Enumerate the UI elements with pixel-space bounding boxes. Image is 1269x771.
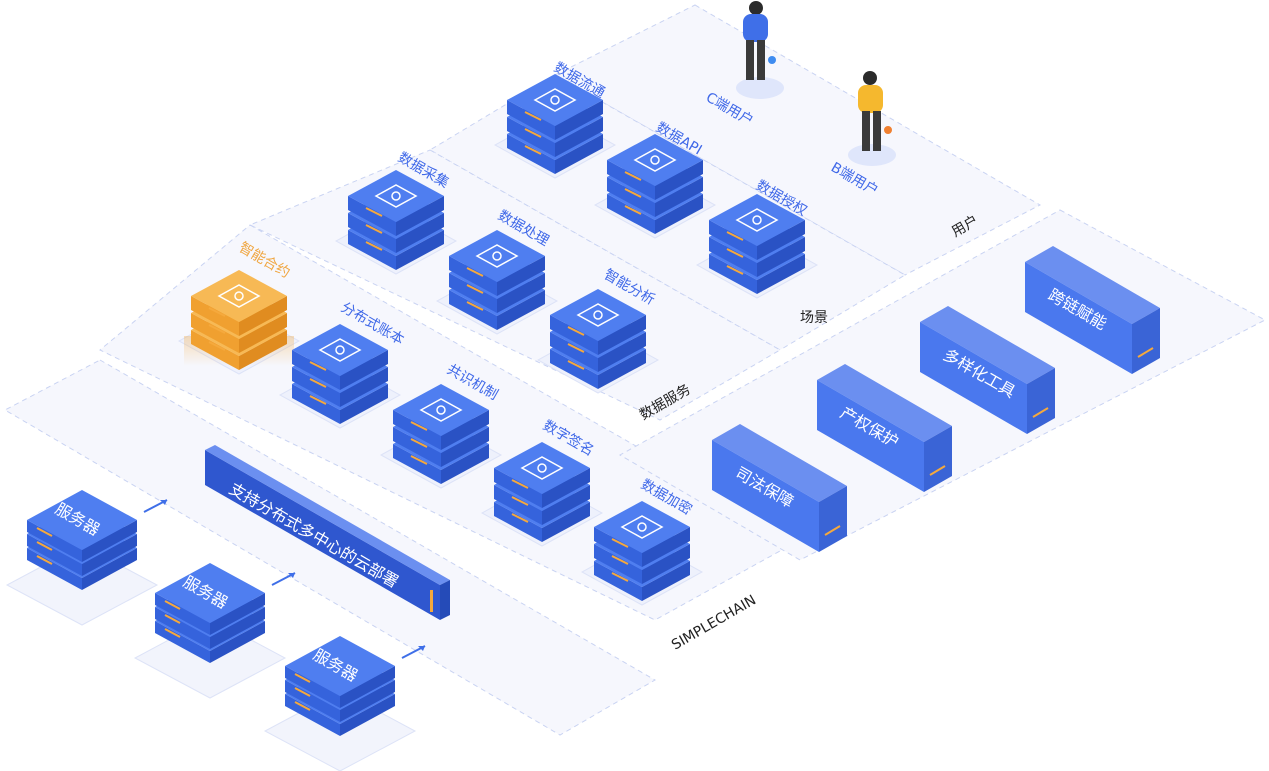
user-b: [848, 71, 896, 166]
stack-data-auth: [695, 194, 819, 299]
cube-flow-icon: [533, 88, 577, 112]
server-2: 服务器: [133, 563, 296, 699]
stack-data-process: [435, 230, 559, 335]
stack-data-collect: [334, 170, 458, 275]
plus-icon: [520, 456, 564, 480]
hexagon-link-icon: [633, 148, 677, 172]
ledger-icon: [318, 338, 362, 362]
stacks: [177, 74, 819, 606]
gear-person-icon: [475, 244, 519, 268]
stack-data-encryption: [580, 501, 704, 606]
block-judicial: 司法保障: [712, 424, 847, 552]
server-3: 服务器: [263, 636, 426, 771]
stack-consensus: [379, 384, 503, 489]
stack-data-api: [593, 134, 717, 239]
stack-distributed-ledger: [278, 324, 402, 429]
server-1: 服务器: [5, 490, 168, 626]
block-cross-chain: 跨链赋能: [1025, 246, 1160, 374]
stack-data-flow: [493, 74, 617, 179]
stack-smart-contract: [177, 270, 301, 375]
stack-digital-signature: [480, 442, 604, 547]
nodes-icon: [620, 515, 664, 539]
block-ip-protection: 产权保护: [817, 364, 952, 492]
collect-icon: [374, 184, 418, 208]
hexagon-icon: [735, 208, 779, 232]
user-c: [736, 1, 784, 99]
contract-icon: [217, 284, 261, 308]
diamond-icon: [576, 303, 620, 327]
label-scene-layer: 场景: [800, 310, 828, 326]
stack-icon: [419, 398, 463, 422]
stack-smart-analysis: [536, 289, 660, 394]
